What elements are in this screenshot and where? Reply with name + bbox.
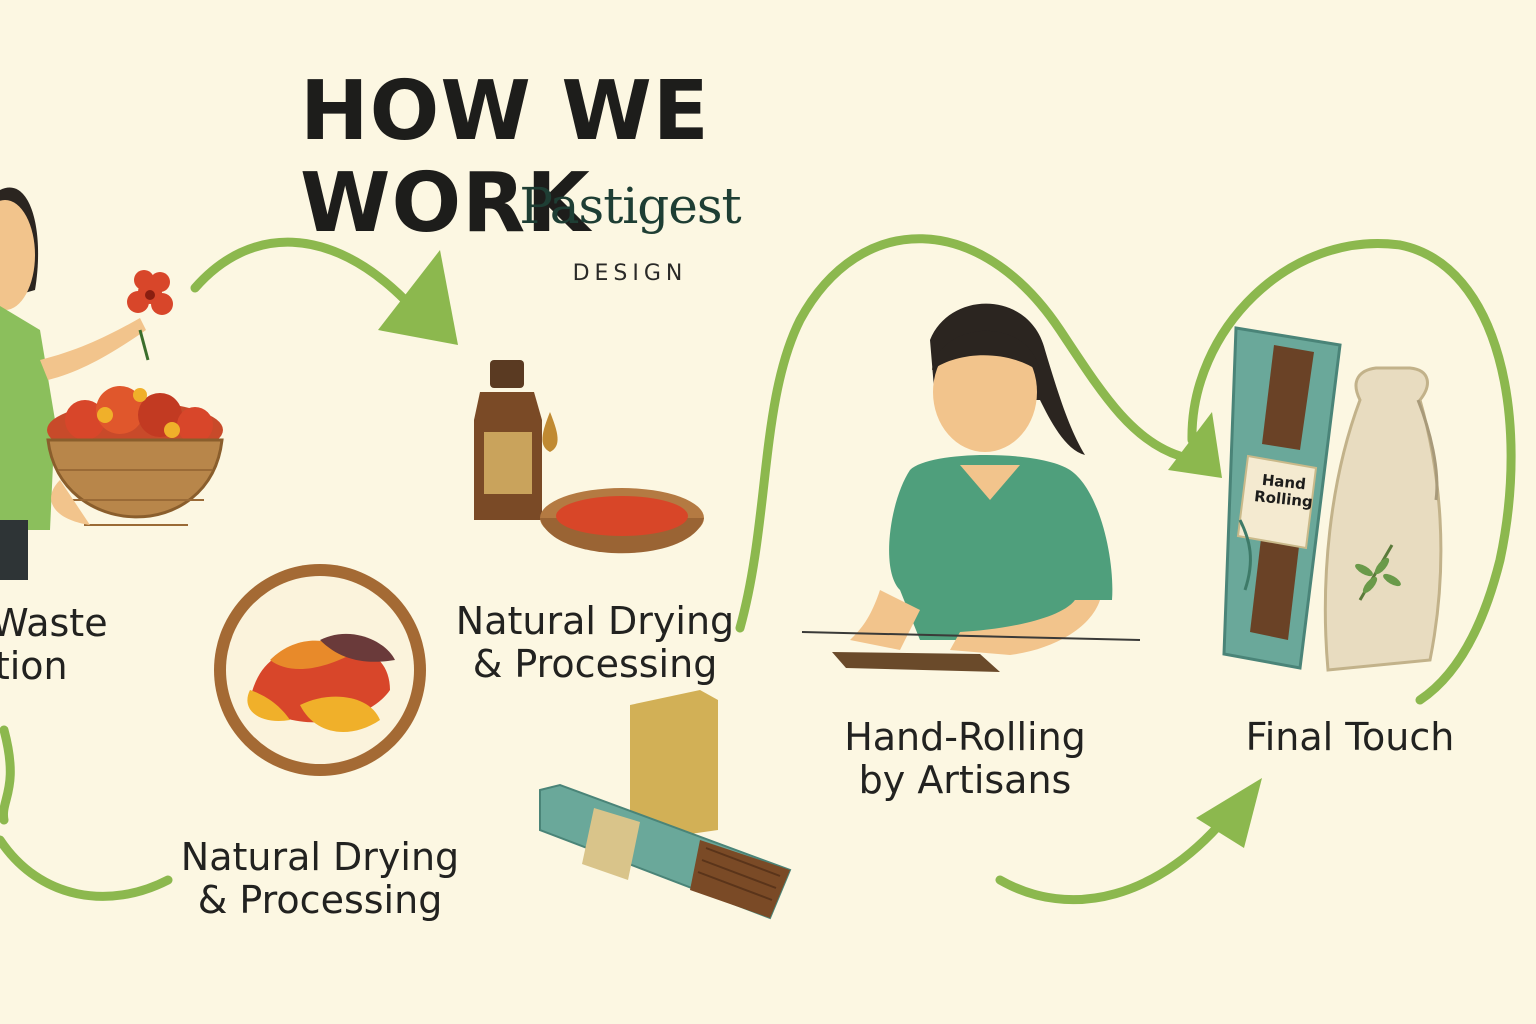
arrowhead-icon: [378, 250, 458, 345]
incense-package-icon: [1222, 326, 1342, 670]
flower-basket-icon: [0, 187, 224, 580]
step-1-label: er Waste lection: [0, 602, 240, 687]
page-title: HOW WE WORK: [300, 64, 710, 251]
arrow-1-to-2: [190, 237, 410, 305]
package-label: Hand Rolling: [1253, 471, 1313, 511]
brand-subtitle: DESIGN: [572, 261, 688, 286]
step-5-line-1: Final Touch: [1245, 715, 1455, 759]
arrow-bottom-to-final: [995, 805, 1237, 904]
arrow-2-to-4: [735, 234, 1185, 633]
oil-drop-icon: [542, 412, 558, 452]
step-2-label: Natural Drying & Processing: [440, 600, 750, 685]
brand-logo: Pastigest: [519, 177, 741, 235]
flow-arrows: [0, 234, 1516, 904]
arrowheads: [378, 250, 1262, 848]
arrowhead-icon: [1168, 412, 1222, 478]
step-2-line-1: Natural Drying: [455, 599, 735, 643]
step-2-line-2: & Processing: [472, 641, 718, 686]
step-3-line-2: & Processing: [197, 877, 443, 922]
arrow-left-loop: [0, 725, 173, 901]
red-flower-icon: [127, 270, 173, 315]
herb-sprig-icon: [1355, 544, 1401, 601]
oil-bottle-and-powder-bowl-icon: [474, 360, 704, 554]
step-4-line-1: Hand-Rolling: [844, 715, 1086, 759]
artisan-rolling-icon: [801, 303, 1141, 672]
step-4-line-2: by Artisans: [858, 757, 1072, 802]
step-5-label: Final Touch: [1230, 716, 1470, 759]
cotton-pouch-icon: [1323, 366, 1443, 672]
step-1-line-2: lection: [0, 643, 68, 688]
arrow-final-loop: [1187, 239, 1516, 705]
step-3-line-1: Natural Drying: [180, 835, 460, 879]
dried-petals-bowl-icon: [214, 564, 426, 776]
arrowhead-icon: [1196, 778, 1262, 848]
incense-box-icon: [539, 690, 792, 920]
step-3-label: Natural Drying & Processing: [180, 836, 460, 921]
step-4-label: Hand-Rolling by Artisans: [820, 716, 1110, 801]
step-1-line-1: er Waste: [0, 601, 108, 645]
